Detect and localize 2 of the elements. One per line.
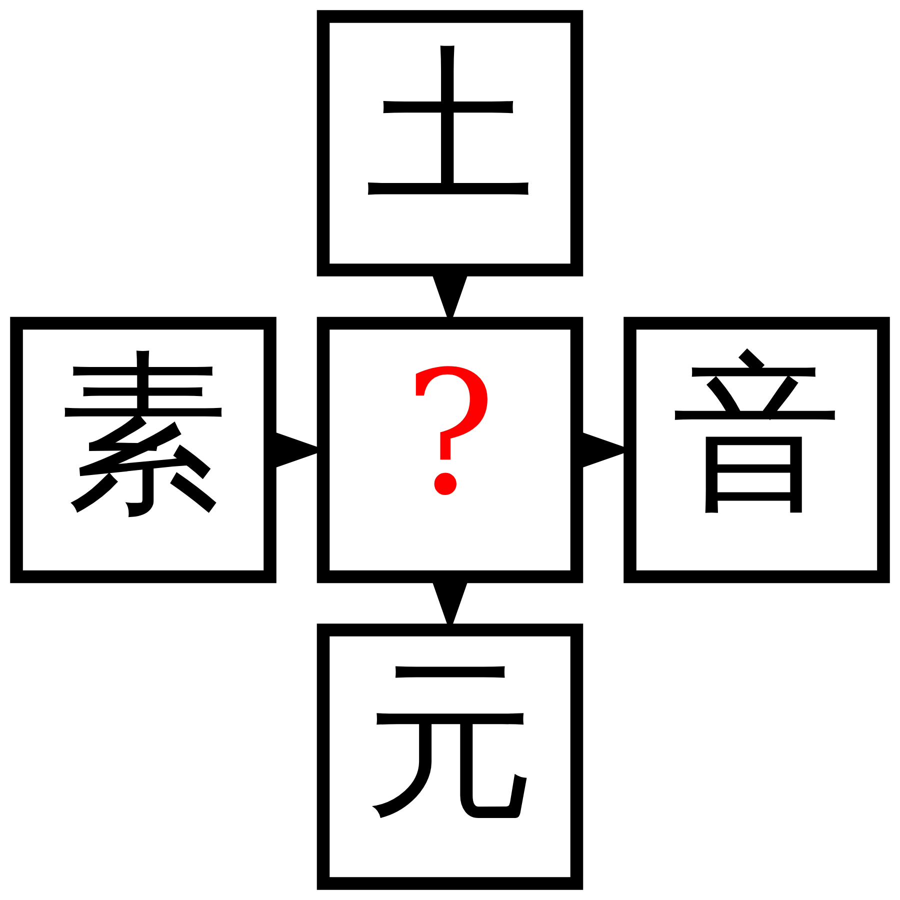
node-box: 音 [624, 316, 890, 584]
node-box: 元 [316, 624, 584, 890]
